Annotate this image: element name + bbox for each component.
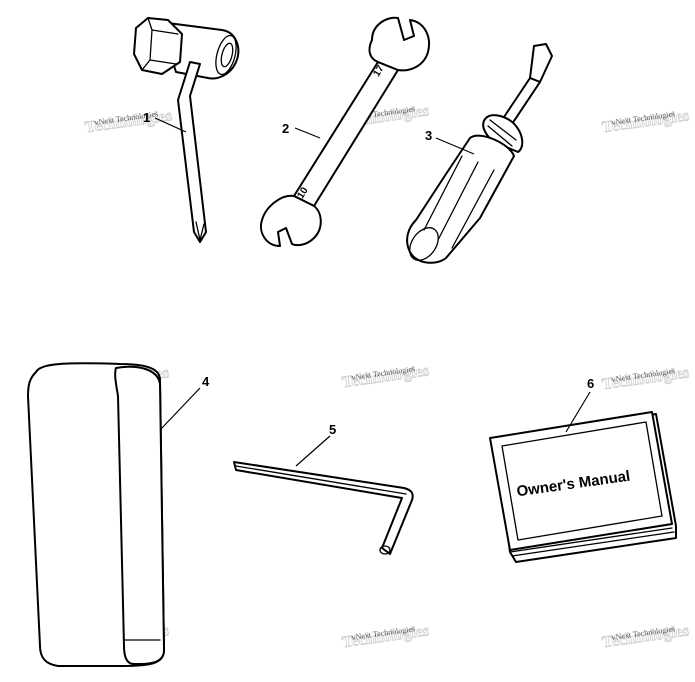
leader-line-2 bbox=[294, 127, 321, 139]
watermark-layer: Technologies vNext Technologies Technolo… bbox=[81, 102, 691, 652]
callout-5: 5 bbox=[329, 422, 336, 437]
callout-2: 2 bbox=[282, 121, 289, 136]
leader-line-6 bbox=[565, 391, 591, 433]
callout-1: 1 bbox=[143, 110, 150, 125]
callout-3: 3 bbox=[425, 128, 432, 143]
part-4-tool-pouch bbox=[27, 362, 165, 667]
callout-6: 6 bbox=[587, 376, 594, 391]
leader-line-4 bbox=[159, 387, 201, 431]
leader-line-1 bbox=[154, 117, 187, 133]
callouts: 1 2 3 4 5 6 bbox=[143, 110, 594, 467]
callout-4: 4 bbox=[202, 374, 210, 389]
part-6-owners-manual: Owner's Manual bbox=[489, 411, 677, 563]
leader-line-5 bbox=[295, 435, 331, 467]
part-1-socket-wrench bbox=[133, 17, 240, 243]
part-5-hex-key bbox=[233, 461, 414, 555]
part-3-screwdriver bbox=[406, 43, 553, 264]
part-2-open-end-wrench: 17 10 bbox=[260, 16, 430, 247]
leader-line-3 bbox=[435, 137, 475, 155]
